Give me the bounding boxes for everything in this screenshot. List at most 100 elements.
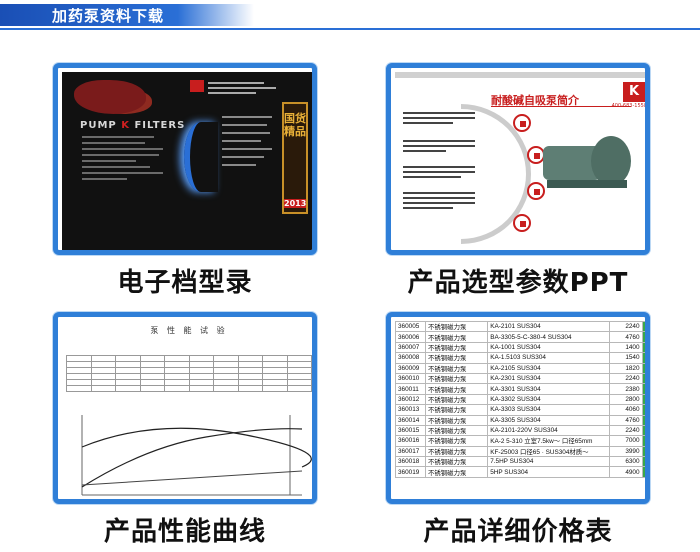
catalog-caption[interactable]: 电子档型录	[117, 268, 253, 298]
k-logo-icon: K	[623, 82, 645, 102]
price-cell-model: 7.5HP SUS304	[487, 456, 611, 468]
price-cell-name: 不锈钢磁力泵	[425, 424, 489, 437]
price-cell-price: 2240	[609, 321, 643, 333]
header-banner	[0, 4, 254, 26]
row-marker	[641, 404, 645, 416]
price-cell-code: 360016	[395, 435, 427, 447]
row-marker	[641, 435, 645, 447]
row-marker	[641, 321, 645, 333]
row-marker	[641, 341, 645, 354]
row-marker	[641, 352, 645, 364]
ppt-card[interactable]: K 400-683-1558 耐酸碱自吸泵简介	[386, 63, 650, 255]
row-marker	[641, 456, 645, 468]
slide-paragraph	[403, 166, 475, 181]
price-cell-model: KA-3302 SUS304	[487, 393, 611, 406]
price-cell-code: 360011	[395, 383, 427, 395]
slogan-text	[208, 82, 288, 97]
price-cell-model: KA-3301 SUS304	[487, 383, 611, 395]
price-cell-name: 不锈钢磁力泵	[425, 341, 489, 354]
catalog-text	[82, 136, 172, 184]
swirl-graphic	[184, 122, 218, 192]
price-cell-code: 360008	[395, 352, 427, 364]
brand-logo: PUMP K FILTERS	[80, 120, 186, 131]
price-cell-price: 1820	[609, 362, 643, 374]
price-cell-model: KA-2101-220V SUS304	[487, 424, 611, 437]
price-cell-price: 4900	[609, 466, 643, 478]
catalog-card[interactable]: PUMP K FILTERS 国货精品 2013	[53, 63, 317, 255]
performance-curve-graphic	[81, 415, 312, 496]
slide-rule	[491, 106, 631, 107]
price-cell-model: KA-3303 SUS304	[487, 404, 611, 416]
price-cell-name: 不锈钢磁力泵	[425, 321, 489, 333]
price-cell-code: 360019	[395, 466, 427, 478]
bullet-icon	[513, 114, 531, 132]
curve-card[interactable]: 泵 性 能 试 验	[53, 312, 317, 504]
price-cell-price: 2380	[609, 383, 643, 395]
price-cell-name: 不锈钢磁力泵	[425, 456, 489, 468]
row-marker	[641, 466, 645, 478]
price-cell-name: 不锈钢磁力泵	[425, 331, 489, 343]
price-cell-code: 360017	[395, 445, 427, 458]
slide-paragraph	[403, 112, 475, 127]
bullet-icon	[527, 182, 545, 200]
row-marker	[641, 424, 645, 437]
award-plaque: 国货精品 2013	[282, 102, 308, 214]
award-year: 2013	[284, 199, 307, 208]
price-cell-model: KF-25003 口径65 · SUS304材质～	[487, 445, 611, 458]
price-caption[interactable]: 产品详细价格表	[423, 517, 613, 547]
price-cell-name: 不锈钢磁力泵	[425, 414, 489, 426]
pump-image	[543, 132, 633, 192]
slide-paragraph	[403, 140, 475, 155]
price-cell-code: 360018	[395, 456, 427, 468]
price-cell-code: 360009	[395, 362, 427, 374]
row-marker	[641, 393, 645, 406]
price-cell-price: 4760	[609, 331, 643, 343]
row-marker	[641, 383, 645, 395]
price-cell-name: 不锈钢磁力泵	[425, 445, 489, 458]
curve-caption[interactable]: 产品性能曲线	[103, 517, 266, 547]
price-cell-name: 不锈钢磁力泵	[425, 362, 489, 374]
price-cell-model: KA-3305 SUS304	[487, 414, 611, 426]
price-cell-price: 2240	[609, 372, 643, 385]
row-marker	[641, 331, 645, 343]
price-cell-name: 不锈钢磁力泵	[425, 466, 489, 478]
price-cell-model: KA-2105 SUS304	[487, 362, 611, 374]
catalog-index	[222, 116, 278, 172]
price-cell-code: 360014	[395, 414, 427, 426]
ppt-caption[interactable]: 产品选型参数PPT	[407, 268, 629, 298]
award-text: 国货精品	[284, 112, 306, 138]
price-cell-code: 360013	[395, 404, 427, 416]
curve-thumbnail: 泵 性 能 试 验	[62, 321, 312, 499]
price-cell-name: 不锈钢磁力泵	[425, 393, 489, 406]
price-cell-price: 7000	[609, 435, 643, 447]
price-cell-name: 不锈钢磁力泵	[425, 352, 489, 364]
test-data-table	[66, 355, 312, 392]
price-cell-code: 360005	[395, 321, 427, 333]
price-cell-model: KA-2101 SUS304	[487, 321, 611, 333]
price-cell-model: KA-2301 SUS304	[487, 372, 611, 385]
price-cell-model: KA-2 5-310 立室7.5kw～ 口径65mm	[487, 435, 611, 447]
section-header: 加药泵资料下载	[0, 0, 700, 30]
price-cell-price: 1400	[609, 341, 643, 354]
row-marker	[641, 414, 645, 426]
price-cell-name: 不锈钢磁力泵	[425, 435, 489, 447]
price-cell-price: 4060	[609, 404, 643, 416]
price-cell-price: 2240	[609, 424, 643, 437]
price-cell-model: KA-1001 SUS304	[487, 341, 611, 354]
china-map-icon	[74, 80, 146, 114]
price-cell-code: 360007	[395, 341, 427, 354]
